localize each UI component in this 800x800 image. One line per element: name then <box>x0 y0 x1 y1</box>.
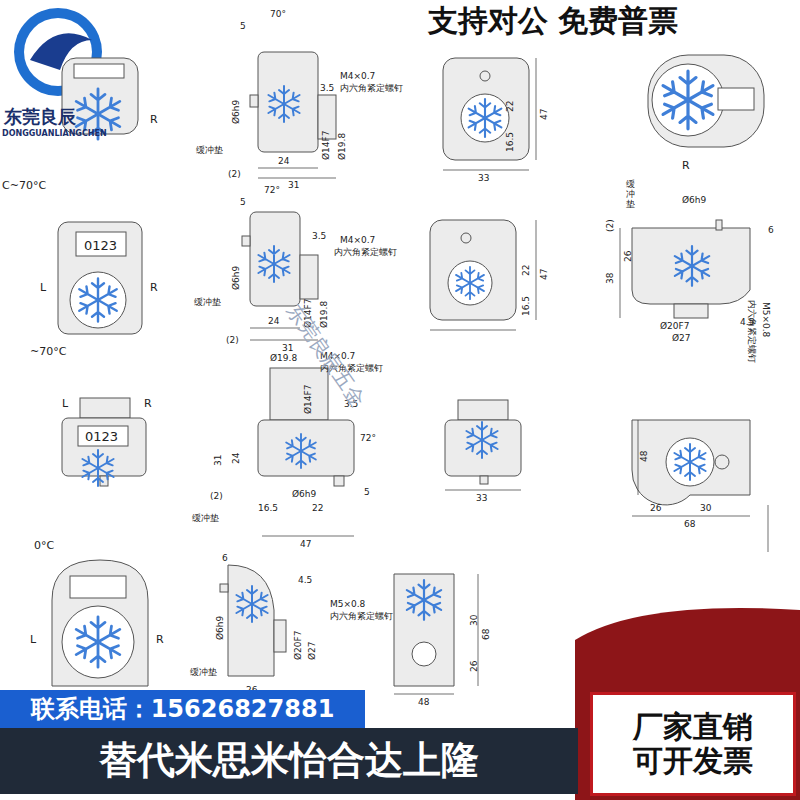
dimension-label: C~70°C <box>2 180 46 191</box>
dimension-label: 16.5 <box>522 296 531 316</box>
dimension-label: 6 <box>222 554 228 563</box>
dimension-label: 4.5 <box>298 576 312 585</box>
dimension-label: 22 <box>506 101 515 112</box>
dimension-label: 33 <box>476 494 487 503</box>
dimension-label: 缓冲垫 <box>190 668 217 677</box>
dimension-label: 24 <box>278 157 289 166</box>
sales-box: 厂家直销可开发票 <box>590 692 796 796</box>
dimension-label: 缓冲垫 <box>192 514 219 523</box>
dimension-label: 33 <box>478 174 489 183</box>
dimension-label: R <box>150 282 158 293</box>
dimension-label: ~70°C <box>30 346 66 357</box>
dimension-label: Ø6h9 <box>682 196 706 205</box>
node-text: 替代米思米怡合达上隆 <box>99 739 479 783</box>
dimension-label: 72° <box>360 434 376 443</box>
dimension-label: Ø6h9 <box>292 490 316 499</box>
dimension-label: (2) <box>606 219 615 232</box>
dimension-label: 26 <box>470 661 479 672</box>
dimension-label: 24 <box>232 453 241 464</box>
dimension-label: Ø19.8 <box>270 354 297 363</box>
contact-band: 联系电话：15626827881 <box>0 690 365 730</box>
dimension-label: Ø6h9 <box>232 100 241 124</box>
dimension-label: 30 <box>700 504 711 513</box>
dimension-label: Ø20F7 <box>660 322 689 331</box>
dimension-label: 内六角紧定螺钉 <box>334 248 397 257</box>
dimension-label: 缓冲垫 <box>626 180 635 210</box>
dimension-label: R <box>156 634 164 645</box>
dimension-label: Ø14F7 <box>322 131 331 160</box>
title-band: 替代米思米怡合达上隆 <box>0 728 578 794</box>
dimension-label: 3.5 <box>320 84 334 93</box>
dimension-label: Ø27 <box>672 334 691 343</box>
dimension-label: Ø27 <box>308 641 317 660</box>
dimension-label: M5×0.8 <box>330 600 365 609</box>
dimension-lines <box>228 58 768 698</box>
dimension-label: Ø14F7 <box>304 385 313 414</box>
dimension-label: Ø6h9 <box>232 266 241 290</box>
dimension-label: Ø19.8 <box>338 133 347 160</box>
dimension-label: R <box>144 398 152 409</box>
node-text: 联系电话：15626827881 <box>31 696 335 724</box>
dimension-label: M4×0.7 <box>340 72 375 81</box>
dimension-label: 24 <box>268 317 279 326</box>
dimension-label: 68 <box>684 520 695 529</box>
dimension-label: 26 <box>650 504 661 513</box>
dimension-label: 内六角紧定螺钉 <box>340 84 403 93</box>
dimension-label: M4×0.7 <box>340 236 375 245</box>
dimension-label: (2) <box>210 492 223 501</box>
dimension-label: 3.5 <box>312 232 326 241</box>
dimension-label: 内六角紧定螺钉 <box>330 612 393 621</box>
dimension-label: 30 <box>470 615 479 626</box>
dimension-label: 26 <box>624 251 633 262</box>
dimension-label: Ø19.8 <box>320 301 329 328</box>
dimension-label: 0°C <box>34 540 54 551</box>
dimension-label: 68 <box>482 629 491 640</box>
brand-text: DONGGUANLIANGCHEN <box>2 130 107 138</box>
dimension-label: 70° <box>270 10 286 19</box>
brand-text: 东莞良辰 <box>4 108 76 126</box>
node-text: 厂家直销 <box>633 710 753 745</box>
dimension-label: 缓冲垫 <box>194 298 221 307</box>
dimension-label: 0123 <box>84 239 117 252</box>
dimension-label: (2) <box>228 170 241 179</box>
dimension-label: Ø20F7 <box>294 631 303 660</box>
node-text: 可开发票 <box>633 744 753 779</box>
dimension-label: 31 <box>282 344 293 353</box>
dimension-label: L <box>40 282 46 293</box>
dimension-label: 72° <box>264 186 280 195</box>
knob-snowflakes <box>73 71 717 667</box>
dimension-label: Ø6h9 <box>216 616 225 640</box>
dimension-label: 22 <box>312 504 323 513</box>
dimension-label: L <box>62 398 68 409</box>
dimension-label: M5×0.8 <box>761 302 770 337</box>
dimension-label: 48 <box>418 698 429 707</box>
dimension-label: L <box>30 634 36 645</box>
dimension-label: 31 <box>288 181 299 190</box>
dimension-label: 22 <box>522 265 531 276</box>
dimension-label: 47 <box>540 109 549 120</box>
headline: 支持对公 免费普票 <box>428 6 678 36</box>
dimension-label: R <box>150 114 158 125</box>
dimension-label: 5 <box>240 198 246 207</box>
dimension-label: 16.5 <box>258 504 278 513</box>
dimension-label: 31 <box>214 455 223 466</box>
dimension-label: 5 <box>240 22 246 31</box>
dimension-label: 16.5 <box>506 132 515 152</box>
dimension-label: 47 <box>300 540 311 549</box>
dimension-label: 6 <box>768 226 774 235</box>
dimension-label: 48 <box>640 451 649 462</box>
dimension-label: (2) <box>226 336 239 345</box>
dimension-label: 38 <box>606 273 615 284</box>
dimension-label: R <box>682 160 690 171</box>
dimension-label: 缓冲垫 <box>196 146 223 155</box>
dimension-label: 0123 <box>85 430 118 443</box>
dimension-label: 5 <box>364 488 370 497</box>
red-corner <box>575 608 800 800</box>
dimension-label: 内六角紧定螺钉 <box>747 300 756 363</box>
dimension-label: 47 <box>540 269 549 280</box>
